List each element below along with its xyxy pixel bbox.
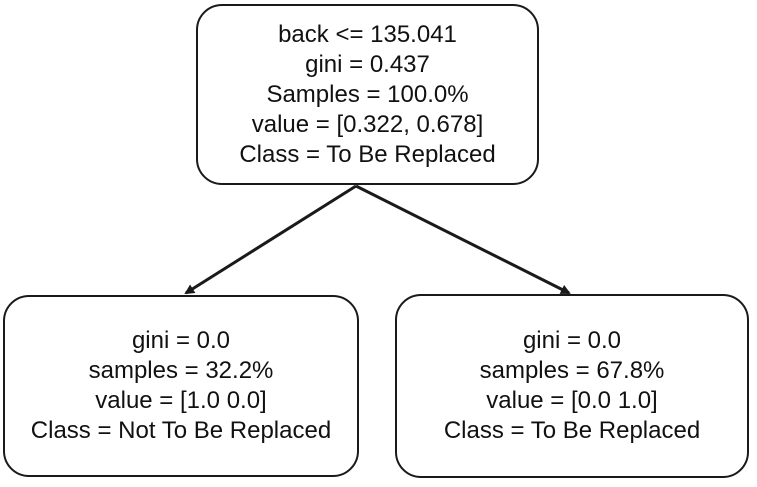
right-leaf-node: gini = 0.0 samples = 67.8% value = [0.0 … — [395, 294, 749, 478]
left-samples: samples = 32.2% — [88, 357, 274, 384]
root-class: Class = To Be Replaced — [239, 140, 496, 168]
root-split-condition: back <= 135.041 — [278, 20, 457, 48]
right-gini: gini = 0.0 — [522, 327, 622, 354]
root-node: back <= 135.041 gini = 0.437 Samples = 1… — [196, 4, 539, 185]
left-gini: gini = 0.0 — [131, 327, 231, 354]
left-leaf-node: gini = 0.0 samples = 32.2% value = [1.0 … — [3, 295, 359, 477]
right-class: Class = To Be Replaced — [443, 417, 701, 444]
root-samples: Samples = 100.0% — [266, 80, 469, 108]
edge-root-to-left — [184, 184, 357, 295]
left-value: value = [1.0 0.0] — [95, 387, 267, 414]
right-value: value = [0.0 1.0] — [486, 387, 658, 414]
right-samples: samples = 67.8% — [479, 357, 665, 384]
root-gini: gini = 0.437 — [305, 50, 430, 78]
root-value: value = [0.322, 0.678] — [251, 110, 484, 138]
edge-root-to-right — [355, 184, 571, 295]
left-class: Class = Not To Be Replaced — [30, 417, 332, 444]
